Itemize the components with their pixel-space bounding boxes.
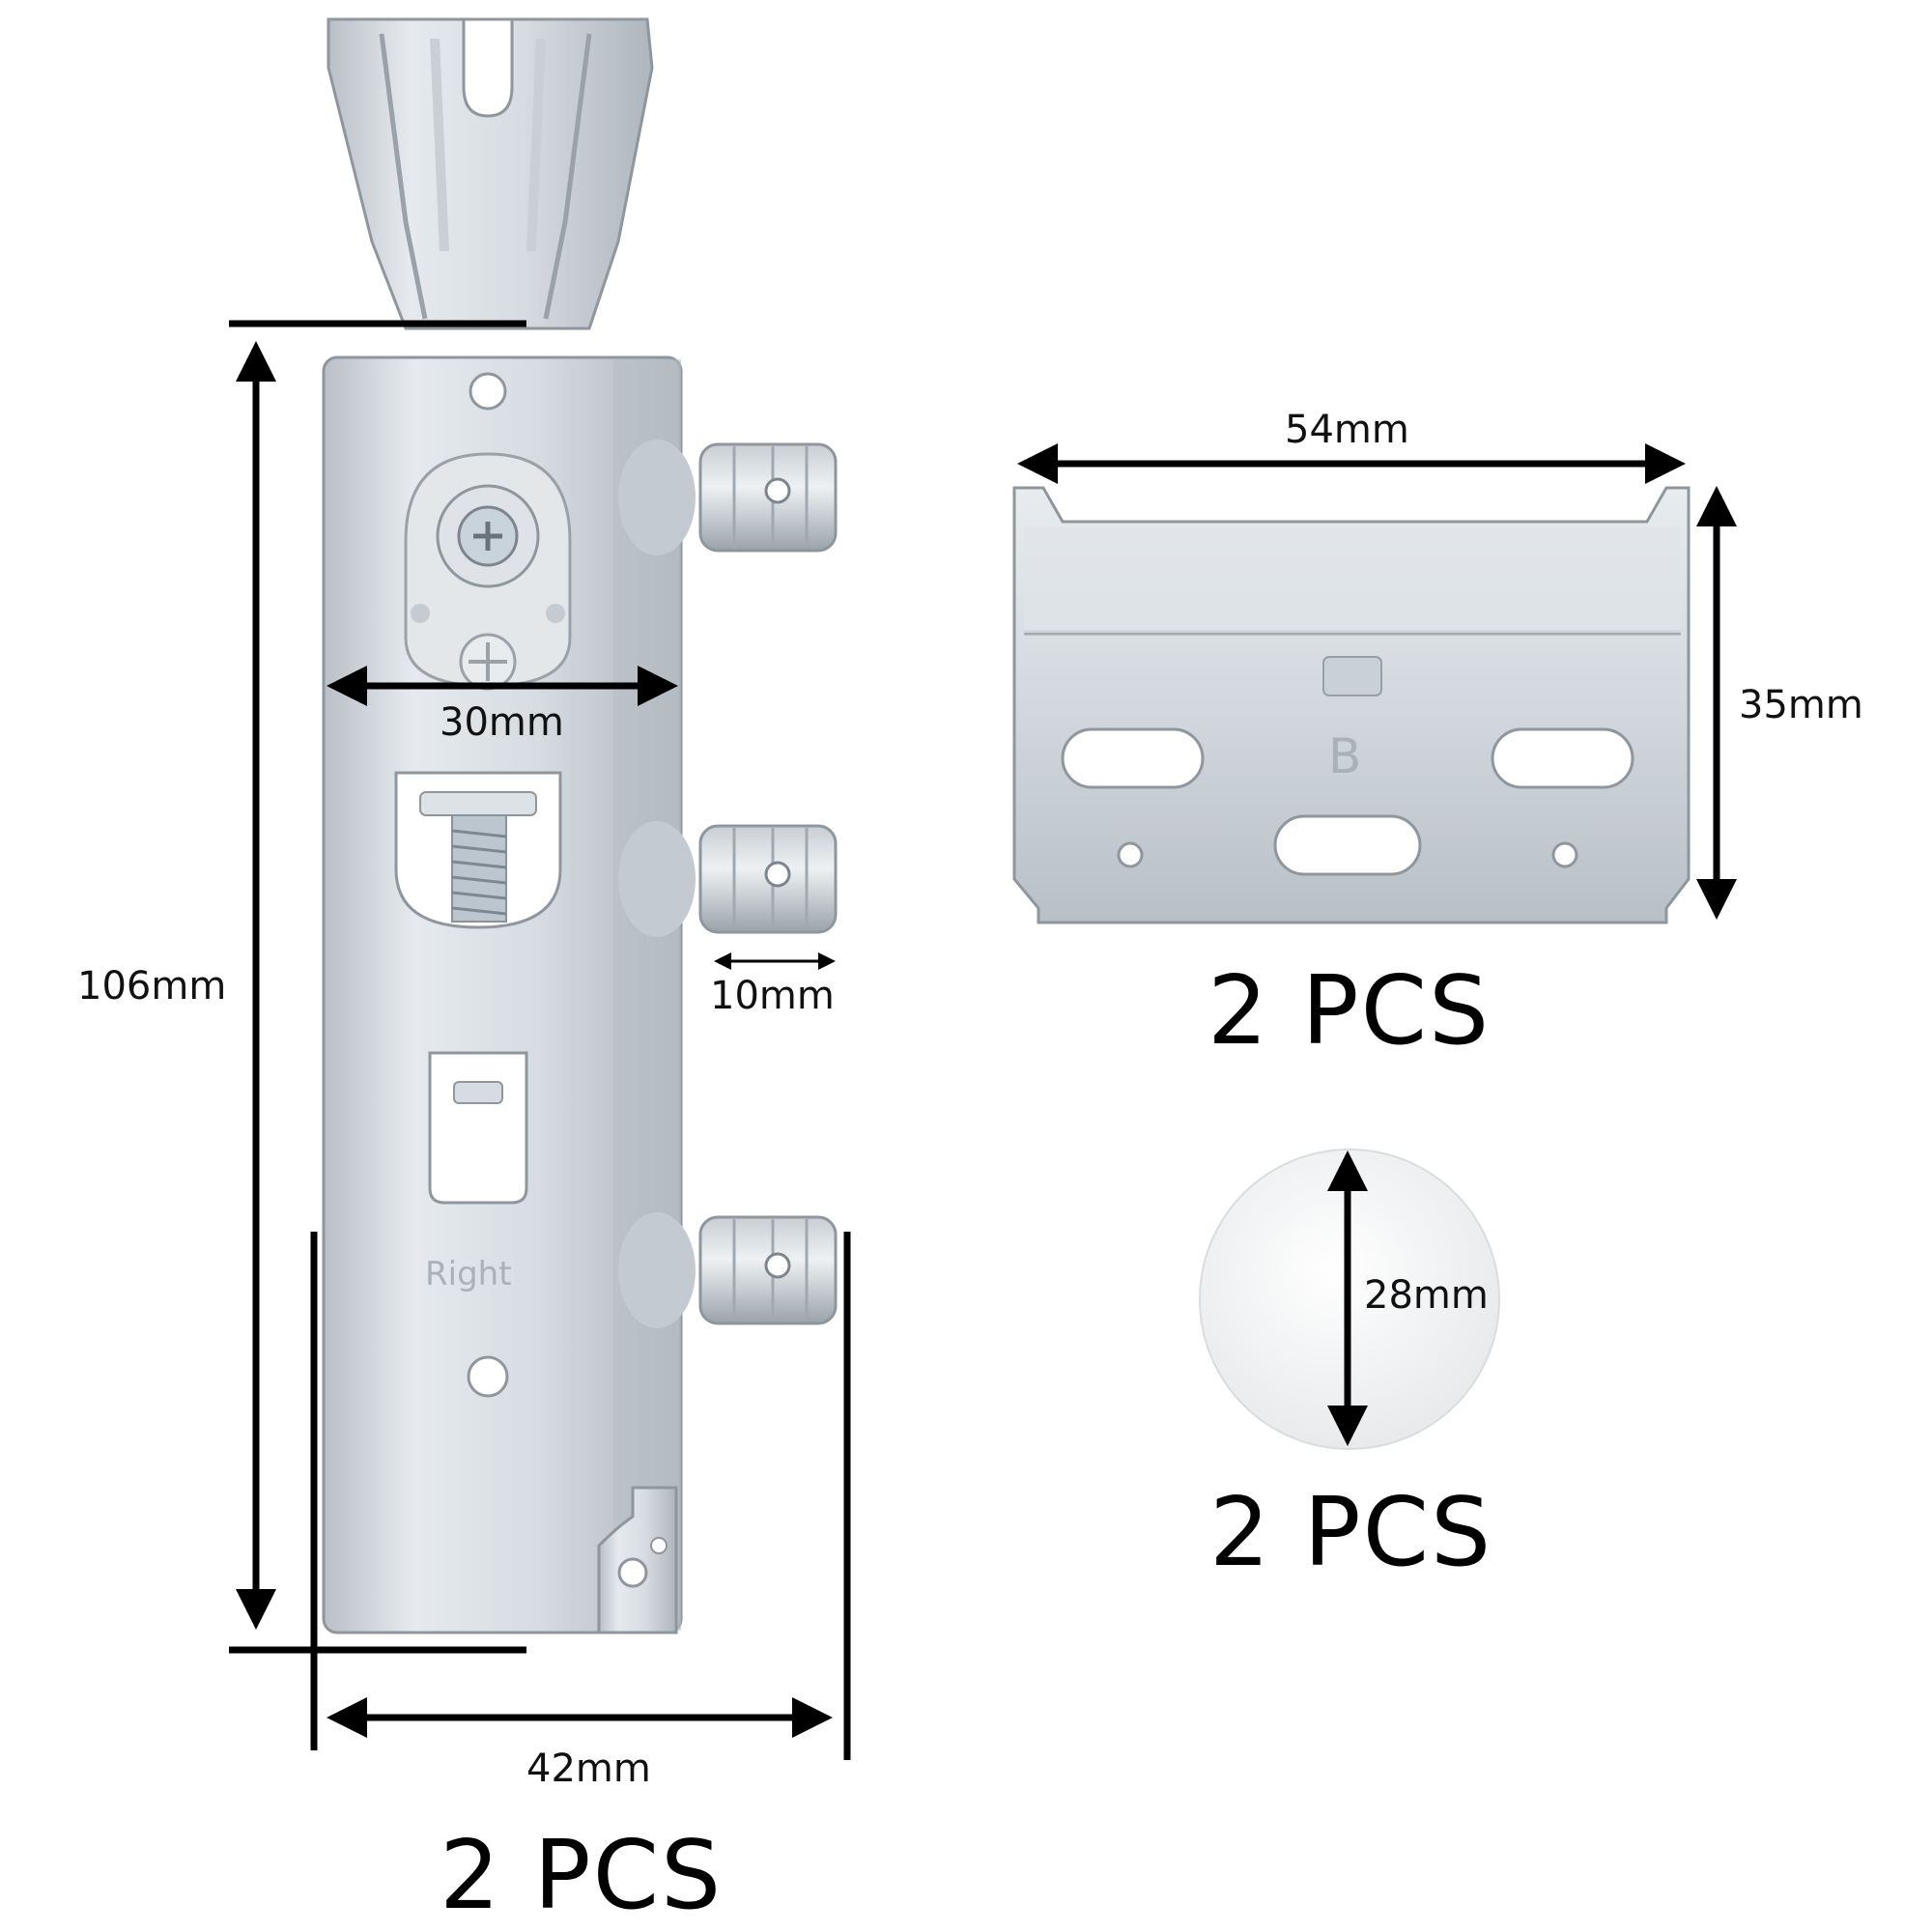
mounting-plate: B	[1012, 486, 1690, 924]
bracket-peg-top	[618, 440, 838, 555]
plate-height-label: 35mm	[1739, 683, 1863, 727]
bracket-quantity: 2 PCS	[440, 1821, 724, 1931]
bracket-overall-width-label: 42mm	[526, 1747, 651, 1791]
bracket-dimension-lines	[229, 320, 851, 1760]
plate-dimension-lines	[1017, 443, 1737, 920]
adjustment-screw	[404, 452, 572, 691]
bracket-peg-length-label: 10mm	[710, 974, 835, 1018]
bracket-peg-middle	[618, 821, 838, 937]
plate-engraving: B	[1328, 728, 1361, 784]
bracket-engraving: Right	[425, 1255, 512, 1293]
bracket-height-label: 106mm	[77, 964, 227, 1009]
hinge-bracket: Right	[322, 17, 838, 1634]
bracket-fork	[327, 17, 654, 330]
mounting-screw-slot	[394, 771, 562, 929]
cap-quantity: 2 PCS	[1209, 1478, 1493, 1588]
plate-width-label: 54mm	[1285, 408, 1409, 452]
cap-diameter-label: 28mm	[1364, 1273, 1489, 1318]
plate-quantity: 2 PCS	[1208, 956, 1492, 1066]
bracket-inner-width-label: 30mm	[440, 700, 564, 745]
bracket-peg-bottom	[618, 1212, 838, 1328]
